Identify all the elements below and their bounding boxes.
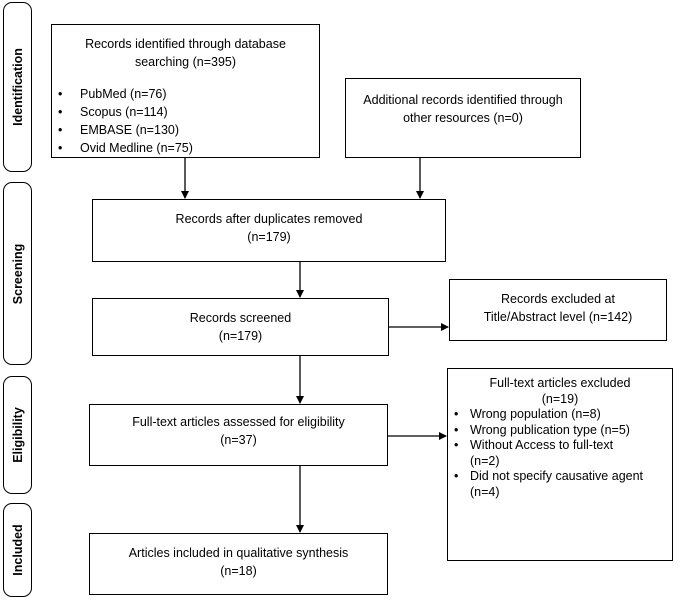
source-scopus: Scopus (n=114): [52, 103, 319, 121]
included-studies-title: Articles included in qualitative synthes…: [128, 546, 349, 560]
source-pubmed: PubMed (n=76): [52, 85, 319, 103]
reason-wrong-population-text: Wrong population (n=8): [470, 407, 601, 421]
records-screened-box: Records screened (n=179): [92, 298, 389, 356]
duplicates-removed-title: Records after duplicates removed: [175, 212, 363, 226]
included-studies-count: (n=18): [220, 564, 257, 578]
duplicates-removed-box: Records after duplicates removed (n=179): [92, 199, 446, 262]
database-source-list: PubMed (n=76) Scopus (n=114) EMBASE (n=1…: [52, 85, 319, 157]
database-records-count: searching (n=395): [134, 55, 237, 69]
phase-included: Included: [3, 503, 32, 597]
fulltext-excluded-title: Full-text articles excluded: [489, 376, 631, 390]
fulltext-excluded-count: (n=19): [541, 392, 579, 406]
records-screened-count: (n=179): [218, 329, 263, 343]
reason-no-causative-agent-count: (n=4): [470, 484, 500, 499]
reason-no-causative-agent-text: Did not specify causative agent: [470, 469, 644, 483]
reason-wrong-publication-type: Wrong publication type (n=5): [452, 423, 668, 439]
other-records-title: Additional records identified through: [363, 93, 563, 107]
records-excluded-count: Title/Abstract level (n=142): [483, 310, 633, 324]
fulltext-assessed-box: Full-text articles assessed for eligibil…: [89, 404, 388, 466]
records-excluded-title: Records excluded at: [501, 292, 615, 306]
reason-no-fulltext-access: Without Access to full-text (n=2): [452, 438, 668, 469]
reason-no-fulltext-access-text: Without Access to full-text: [470, 438, 614, 452]
database-records-title: Records identified through database: [85, 37, 286, 51]
source-ovid-medline: Ovid Medline (n=75): [52, 139, 319, 157]
phase-screening: Screening: [3, 182, 32, 365]
fulltext-assessed-title: Full-text articles assessed for eligibil…: [132, 415, 345, 429]
reason-no-causative-agent: Did not specify causative agent (n=4): [452, 469, 668, 500]
other-records-box: Additional records identified through ot…: [345, 78, 581, 158]
database-records-box: Records identified through database sear…: [51, 24, 320, 158]
records-excluded-box: Records excluded at Title/Abstract level…: [449, 279, 667, 341]
fulltext-excluded-box: Full-text articles excluded (n=19) Wrong…: [447, 368, 673, 561]
source-embase: EMBASE (n=130): [52, 121, 319, 139]
phase-eligibility: Eligibility: [3, 376, 32, 494]
other-records-count: other resources (n=0): [403, 111, 523, 125]
records-screened-title: Records screened: [189, 311, 292, 325]
reason-wrong-publication-type-text: Wrong publication type (n=5): [470, 422, 630, 437]
reason-no-fulltext-access-count: (n=2): [470, 453, 500, 468]
reason-wrong-population: Wrong population (n=8): [452, 407, 668, 423]
included-studies-box: Articles included in qualitative synthes…: [89, 533, 388, 595]
phase-identification: Identification: [3, 2, 32, 172]
fulltext-assessed-count: (n=37): [220, 433, 257, 447]
exclusion-reason-list: Wrong population (n=8) Wrong publication…: [452, 407, 668, 500]
duplicates-removed-count: (n=179): [247, 230, 291, 244]
